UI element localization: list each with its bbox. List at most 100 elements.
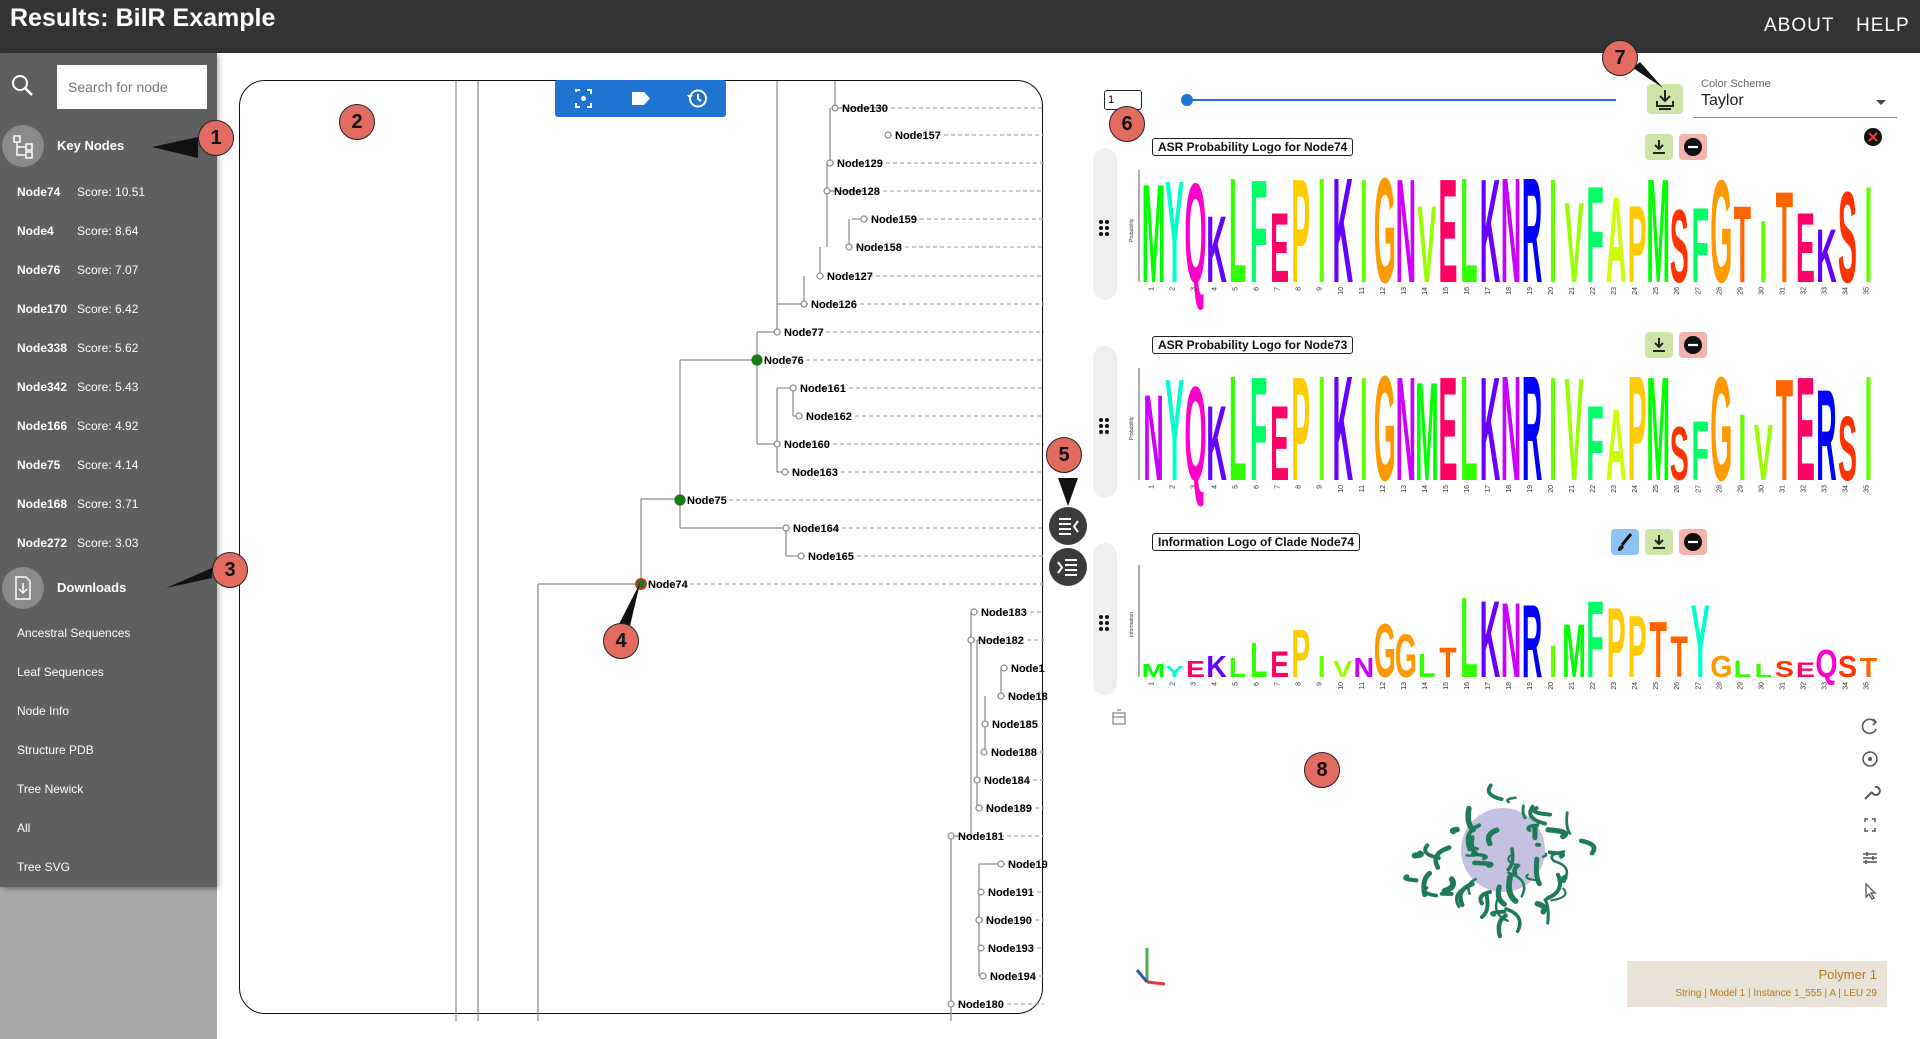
tree-node-marker[interactable] bbox=[977, 944, 985, 952]
tree-node-marker[interactable] bbox=[789, 384, 797, 392]
tree-node-marker[interactable] bbox=[979, 972, 987, 980]
tree-node-marker[interactable] bbox=[816, 272, 824, 280]
tree-node-label[interactable]: Node185 bbox=[992, 719, 1038, 731]
nav-about-link[interactable]: ABOUT bbox=[1764, 15, 1835, 36]
tree-node-label[interactable]: Node194 bbox=[990, 971, 1037, 983]
expand-panel-button[interactable] bbox=[1049, 548, 1087, 586]
sequence-range-slider[interactable] bbox=[1186, 99, 1616, 101]
tree-node-label[interactable]: Node189 bbox=[986, 803, 1032, 815]
tree-node-marker[interactable] bbox=[674, 494, 686, 506]
tree-node-marker[interactable] bbox=[781, 468, 789, 476]
tree-node-label[interactable]: Node130 bbox=[842, 103, 888, 115]
fullscreen-icon[interactable] bbox=[1855, 812, 1885, 838]
download-item[interactable]: All bbox=[17, 821, 31, 835]
tree-node-marker[interactable] bbox=[635, 578, 647, 590]
remove-icon[interactable] bbox=[1679, 529, 1707, 555]
cursor-select-icon[interactable] bbox=[1855, 878, 1885, 904]
search-icon[interactable] bbox=[10, 73, 36, 99]
phylogenetic-tree[interactable]: Node130Node157Node129Node128Node159Node1… bbox=[240, 81, 1048, 1021]
tree-node-label[interactable]: Node18 bbox=[1008, 691, 1048, 703]
collapse-panel-button[interactable] bbox=[1049, 507, 1087, 545]
tree-node-label[interactable]: Node127 bbox=[827, 271, 873, 283]
reset-camera-icon[interactable] bbox=[1855, 713, 1885, 739]
tree-node-label[interactable]: Node159 bbox=[871, 214, 917, 226]
tree-node-label[interactable]: Node162 bbox=[806, 411, 852, 423]
drag-handle[interactable] bbox=[1093, 346, 1117, 498]
protein-structure-render[interactable] bbox=[1383, 755, 1613, 955]
download-icon[interactable] bbox=[1645, 529, 1673, 555]
download-item[interactable]: Ancestral Sequences bbox=[17, 626, 131, 640]
tree-node-marker[interactable] bbox=[980, 748, 988, 756]
remove-icon[interactable] bbox=[1679, 134, 1707, 160]
tree-node-marker[interactable] bbox=[782, 524, 790, 532]
tree-node-label[interactable]: Node181 bbox=[958, 831, 1004, 843]
tree-node-marker[interactable] bbox=[947, 1000, 955, 1008]
download-icon[interactable] bbox=[1645, 332, 1673, 358]
tree-node-marker[interactable] bbox=[773, 440, 781, 448]
tree-node-marker[interactable] bbox=[800, 300, 808, 308]
settings-sliders-icon[interactable] bbox=[1855, 845, 1885, 871]
tree-node-label[interactable]: Node183 bbox=[981, 607, 1027, 619]
tree-node-label[interactable]: Node188 bbox=[991, 747, 1037, 759]
download-icon[interactable] bbox=[1645, 134, 1673, 160]
download-item[interactable]: Tree SVG bbox=[17, 860, 70, 874]
tree-node-marker[interactable] bbox=[823, 187, 831, 195]
sequence-start-input[interactable] bbox=[1104, 90, 1142, 110]
search-input[interactable] bbox=[57, 65, 207, 109]
tree-node-marker[interactable] bbox=[831, 104, 839, 112]
close-logo-icon[interactable] bbox=[1863, 127, 1883, 147]
tree-node-marker[interactable] bbox=[751, 354, 763, 366]
tree-node-label[interactable]: Node75 bbox=[687, 495, 727, 507]
label-icon[interactable] bbox=[612, 80, 669, 117]
tree-node-marker[interactable] bbox=[773, 328, 781, 336]
tree-node-marker[interactable] bbox=[1000, 664, 1008, 672]
tree-node-marker[interactable] bbox=[970, 608, 978, 616]
tree-node-label[interactable]: Node129 bbox=[837, 158, 883, 170]
tree-node-marker[interactable] bbox=[795, 412, 803, 420]
drag-handle[interactable] bbox=[1093, 148, 1117, 300]
tree-node-label[interactable]: Node126 bbox=[811, 299, 857, 311]
tree-node-marker[interactable] bbox=[997, 860, 1005, 868]
tree-node-label[interactable]: Node74 bbox=[648, 579, 689, 591]
tree-node-label[interactable]: Node180 bbox=[958, 999, 1004, 1011]
layer-toggle-icon[interactable] bbox=[1104, 705, 1134, 733]
tree-node-label[interactable]: Node160 bbox=[784, 439, 830, 451]
key-nodes-header[interactable]: Key Nodes bbox=[0, 123, 217, 167]
tree-node-marker[interactable] bbox=[997, 692, 1005, 700]
download-item[interactable]: Structure PDB bbox=[17, 743, 94, 757]
tree-node-label[interactable]: Node165 bbox=[808, 551, 854, 563]
tree-node-label[interactable]: Node184 bbox=[984, 775, 1031, 787]
tree-node-marker[interactable] bbox=[981, 720, 989, 728]
tree-node-label[interactable]: Node19 bbox=[1008, 859, 1048, 871]
downloads-header[interactable]: Downloads bbox=[0, 565, 217, 609]
wrench-icon[interactable] bbox=[1855, 779, 1885, 805]
tree-node-label[interactable]: Node77 bbox=[784, 327, 824, 339]
tree-node-label[interactable]: Node128 bbox=[834, 186, 880, 198]
download-all-logos-button[interactable] bbox=[1647, 84, 1683, 114]
spin-icon[interactable] bbox=[1855, 746, 1885, 772]
slider-thumb[interactable] bbox=[1181, 94, 1193, 106]
tree-node-label[interactable]: Node182 bbox=[978, 635, 1024, 647]
tree-node-marker[interactable] bbox=[967, 636, 975, 644]
tree-node-label[interactable]: Node161 bbox=[800, 383, 846, 395]
tree-node-marker[interactable] bbox=[947, 832, 955, 840]
tree-node-marker[interactable] bbox=[826, 159, 834, 167]
tree-node-marker[interactable] bbox=[860, 215, 868, 223]
tree-node-marker[interactable] bbox=[973, 776, 981, 784]
tree-node-label[interactable]: Node190 bbox=[986, 915, 1032, 927]
tree-node-label[interactable]: Node163 bbox=[792, 467, 838, 479]
paint-brush-icon[interactable] bbox=[1611, 529, 1639, 555]
tree-node-label[interactable]: Node164 bbox=[793, 523, 840, 535]
tree-node-label[interactable]: Node191 bbox=[988, 887, 1034, 899]
